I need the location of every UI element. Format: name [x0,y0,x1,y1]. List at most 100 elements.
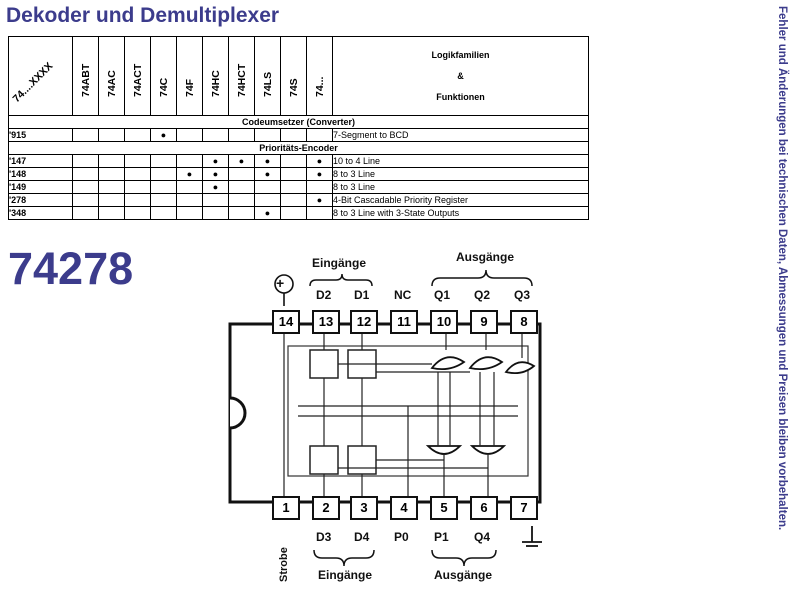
chip-notch [229,396,247,430]
availability-empty [202,128,229,142]
pin-label-10: Q1 [434,288,451,302]
top-in-bracket [309,273,373,287]
availability-empty [228,167,255,181]
section-header-row: Prioritäts-Encoder [8,141,589,155]
family-column-label: 74ABT [79,63,92,97]
header-line-1: Logikfamilien [431,49,490,60]
availability-empty [306,128,333,142]
pin-12: 12 [350,310,378,334]
availability-dot: ● [150,128,177,142]
pin-label-8: Q3 [514,288,531,302]
pin-4: 4 [390,496,418,520]
family-header-series: 74....XXXX [8,36,73,116]
part-number: 74278 [8,243,134,294]
pin-label-4: P0 [394,530,409,544]
availability-empty [124,193,151,207]
availability-empty [124,154,151,168]
gate-mid-1 [425,445,463,455]
pin-11: 11 [390,310,418,334]
top-out-bracket [431,269,533,287]
family-column-header: 74HC [202,36,229,116]
availability-empty [72,167,99,181]
availability-empty [72,206,99,220]
availability-empty [98,167,125,181]
table-row: '149●8 to 3 Line [8,180,589,194]
header-line-2: & [457,70,464,81]
availability-empty [280,206,307,220]
availability-empty [280,193,307,207]
pin-14: 14 [272,310,300,334]
family-header-functions: Logikfamilien & Funktionen [332,36,589,116]
part-cell: '278 [8,193,73,207]
availability-empty [254,180,281,194]
family-column-header: 74C [150,36,177,116]
family-column-label: 74AC [105,70,118,97]
availability-empty [280,128,307,142]
pin-6: 6 [470,496,498,520]
family-column-label: 74S [287,78,300,97]
availability-empty [228,206,255,220]
pin-1: 1 [272,496,300,520]
table-row: '915●7-Segment to BCD [8,128,589,142]
availability-empty [98,128,125,142]
family-column-header: 74S [280,36,307,116]
availability-empty [150,167,177,181]
availability-empty [124,167,151,181]
function-cell: 8 to 3 Line with 3-State Outputs [332,206,589,220]
ground-icon [522,526,542,547]
family-column-label: 74LS [261,71,274,97]
pin-label-12: D1 [354,288,370,302]
availability-empty [124,180,151,194]
family-column-label: 74... [313,76,326,97]
family-column-header: 74LS [254,36,281,116]
disclaimer-text: Fehler und Änderungen bei technischen Da… [776,6,788,531]
pin-label-2: D3 [316,530,332,544]
part-cell: '147 [8,154,73,168]
availability-empty [254,128,281,142]
pin-9: 9 [470,310,498,334]
wiring [283,324,523,502]
top-inputs-label: Eingänge [312,256,367,270]
bottom-inputs-label: Eingänge [318,568,373,582]
availability-dot: ● [202,167,229,181]
pin-label-1: Strobe [278,547,290,582]
family-column-label: 74ACT [131,63,144,97]
family-column-header: 74AC [98,36,125,116]
disclaimer-note: Fehler und Änderungen bei technischen Da… [776,6,798,596]
pin-label-11: NC [394,288,412,302]
family-column-label: 74C [157,77,170,97]
availability-empty [228,193,255,207]
availability-empty [72,180,99,194]
availability-empty [228,180,255,194]
availability-empty [254,193,281,207]
family-column-header: 74... [306,36,333,116]
availability-empty [306,180,333,194]
gate-mid-2 [469,445,507,455]
table-row: '278●4-Bit Cascadable Priority Register [8,193,589,207]
family-column-header: 74HCT [228,36,255,116]
family-column-label: 74F [183,78,196,97]
availability-empty [202,206,229,220]
latch-d2 [309,349,339,379]
availability-dot: ● [254,154,281,168]
section-header-row: Codeumsetzer (Converter) [8,115,589,129]
part-cell: '348 [8,206,73,220]
page-title: Dekoder und Demultiplexer [6,4,280,27]
availability-empty [176,193,203,207]
bottom-in-bracket [313,549,375,567]
availability-empty [98,154,125,168]
pin-2: 2 [312,496,340,520]
family-column-header: 74ACT [124,36,151,116]
table-row: '147●●●●10 to 4 Line [8,154,589,168]
series-label: 74....XXXX [10,60,56,105]
availability-empty [280,154,307,168]
availability-dot: ● [228,154,255,168]
availability-empty [176,128,203,142]
table-row: '348●8 to 3 Line with 3-State Outputs [8,206,589,220]
function-cell: 8 to 3 Line [332,180,589,194]
family-column-header: 74ABT [72,36,99,116]
pin-10: 10 [430,310,458,334]
availability-empty [176,206,203,220]
availability-empty [280,180,307,194]
